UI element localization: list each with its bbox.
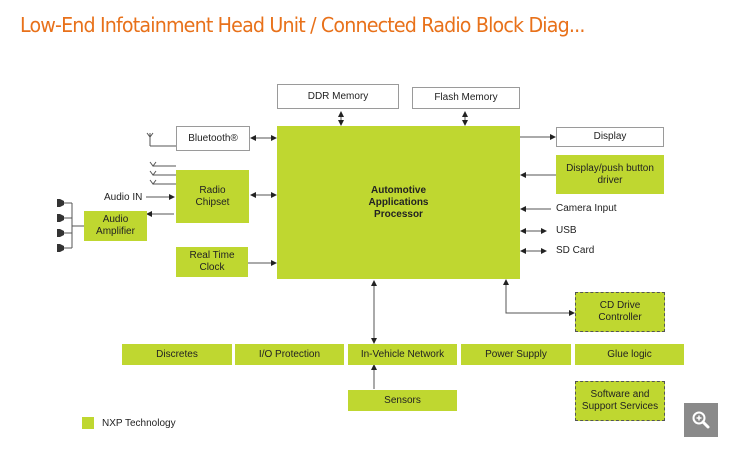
speaker-icon: [57, 199, 64, 252]
ddr-memory-block: DDR Memory: [277, 84, 399, 109]
radio-chipset-label: Radio Chipset: [195, 184, 230, 208]
zoom-button[interactable]: [684, 403, 718, 437]
radio-chipset-block: Radio Chipset: [176, 170, 249, 223]
display-block: Display: [556, 127, 664, 147]
cd-drive-label: CD Drive Controller: [598, 300, 642, 323]
display-driver-block: Display/push button driver: [556, 155, 664, 194]
discretes-block: Discretes: [122, 344, 232, 365]
usb-label: USB: [556, 225, 577, 236]
real-time-clock-label: Real Time Clock: [189, 250, 235, 273]
audio-amplifier-label: Audio Amplifier: [96, 214, 135, 237]
cd-drive-block: CD Drive Controller: [575, 292, 665, 332]
software-services-block: Software and Support Services: [575, 381, 665, 421]
legend-label: NXP Technology: [102, 418, 176, 429]
bluetooth-block: Bluetooth®: [176, 126, 250, 151]
sd-card-label: SD Card: [556, 245, 595, 256]
processor-label: Automotive Applications Processor: [368, 184, 429, 220]
audio-amplifier-block: Audio Amplifier: [84, 211, 147, 241]
sensors-block: Sensors: [348, 390, 457, 411]
processor-block: Automotive Applications Processor: [277, 126, 520, 279]
io-protection-block: I/O Protection: [235, 344, 344, 365]
page-title: Low-End Infotainment Head Unit / Connect…: [20, 13, 585, 37]
zoom-in-icon: [692, 411, 710, 429]
glue-logic-block: Glue logic: [575, 344, 684, 365]
speaker-icon: [64, 202, 84, 249]
display-driver-label: Display/push button driver: [566, 162, 654, 186]
real-time-clock-block: Real Time Clock: [176, 247, 248, 277]
antenna-icon: [146, 132, 176, 147]
legend-swatch: [82, 417, 94, 429]
flash-memory-block: Flash Memory: [412, 87, 520, 109]
software-services-label: Software and Support Services: [581, 389, 659, 412]
power-supply-block: Power Supply: [461, 344, 571, 365]
in-vehicle-network-block: In-Vehicle Network: [348, 344, 457, 365]
camera-input-label: Camera Input: [556, 203, 617, 214]
audio-in-label: Audio IN: [104, 192, 143, 203]
antenna-icon: [149, 161, 176, 185]
cd-link: [505, 281, 575, 316]
